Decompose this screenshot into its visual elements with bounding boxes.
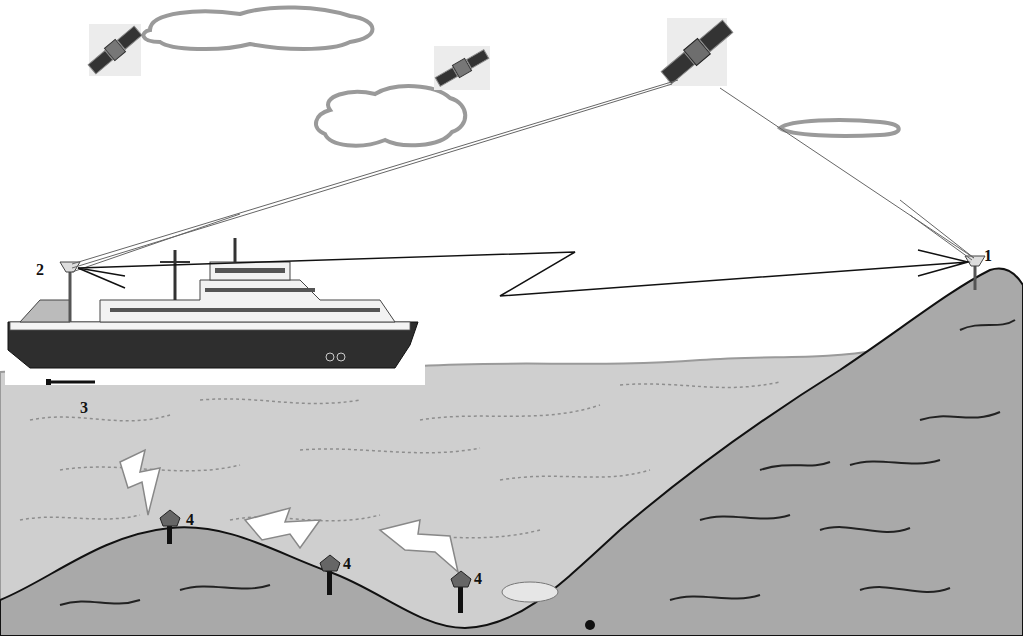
sea-texture [200,399,360,404]
solar-panel [117,26,142,49]
beacon-head [451,571,471,587]
rock-stratum [60,600,140,605]
beacon-head [320,555,340,571]
acoustic-signal [380,520,458,572]
rock-stratum [670,595,760,600]
seabed-beacon [320,555,340,595]
satellite-link [72,80,974,272]
radio-link [78,250,968,296]
callout-number: 4 [474,571,482,587]
beacon-head [160,510,180,526]
callout-number: 3 [80,400,88,416]
callout-number: 2 [36,262,44,278]
ship-window [205,288,315,292]
rock-stratum [860,587,950,592]
ship-window [215,268,285,273]
ship-yard [160,261,190,263]
ship-mast [234,238,237,262]
seabed-land [0,268,1023,636]
ship-deck [10,322,410,330]
ship-porthole [326,353,334,361]
solar-panel [700,20,733,52]
ship-crane [20,300,70,322]
rock-stratum [760,462,830,470]
ship-mast [174,250,177,300]
ship-superstructure [100,280,395,322]
sea-texture [420,405,600,420]
callout-number: 1 [984,248,992,264]
research-vessel [5,238,425,385]
satellite [87,24,143,76]
ship-window [110,308,380,312]
satellite-link [720,88,974,258]
rock-stratum [960,320,1015,330]
ship-windows [110,268,380,312]
acoustic-signal [120,450,160,515]
satellite-link [910,215,972,260]
sea-texture [500,470,650,480]
seabed-beacon [451,571,471,613]
towed-sonar [48,381,95,384]
satellite-backdrop [434,46,490,90]
sediment-grain [585,620,595,630]
ship-backdrop [5,245,425,385]
ship-hull [8,322,418,368]
satellite-link [900,200,974,258]
towed-sonar [46,379,51,385]
satellite-backdrop [89,24,141,76]
callout-number: 4 [343,556,351,572]
cloud [143,7,372,49]
ship-bridge [210,262,290,280]
solar-panel [466,50,488,69]
cloud [316,86,465,146]
solar-panel [435,68,457,87]
ship-porthole [337,353,345,361]
sea-texture [300,448,480,453]
rock-stratum [700,515,790,520]
callout-number: 4 [186,512,194,528]
radio-link [78,268,125,288]
cloud [780,120,899,136]
sea-texture [30,415,170,421]
antenna-mast [69,270,72,322]
satellite [434,46,490,90]
rock-stratum [920,412,1000,420]
sediment-lens [502,582,558,602]
satellite [660,18,734,86]
rock-stratum [850,460,940,465]
sea-texture [620,382,780,387]
rock-stratum [820,527,910,532]
acoustic-signal [245,508,320,548]
seabed-beacon [160,510,180,544]
sea-texture [20,515,140,520]
satellite-link [72,80,678,264]
rock-stratum [180,585,270,590]
